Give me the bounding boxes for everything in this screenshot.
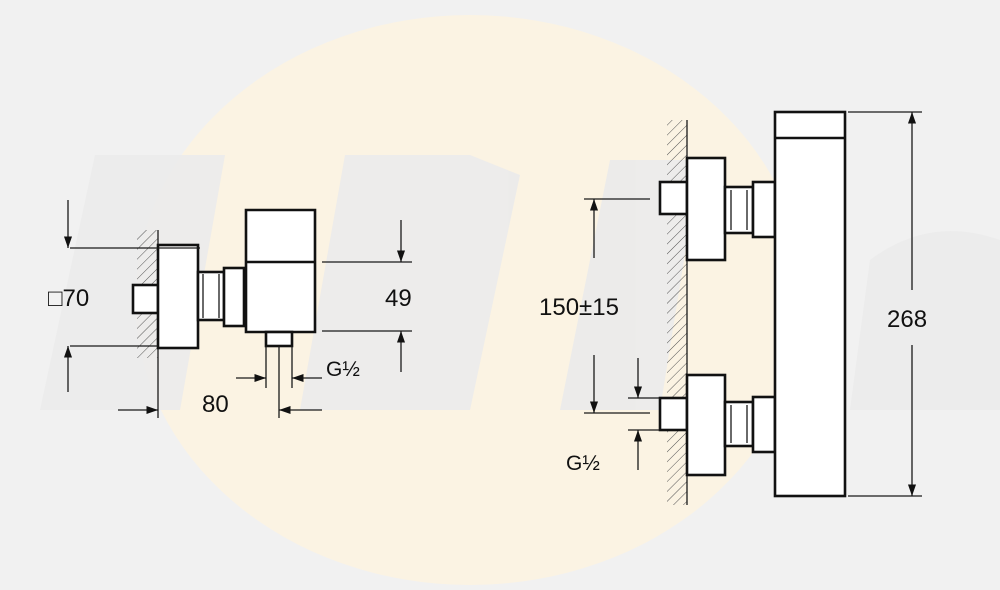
lower-nut [723, 400, 755, 448]
side-view: □70 49 80 G½ [48, 200, 412, 418]
dim-height-label: 49 [385, 285, 412, 312]
upper-flange [685, 156, 727, 262]
connector [222, 266, 246, 328]
upper-pipe-stub [658, 180, 689, 216]
lower-pipe-stub [658, 396, 689, 432]
mixer-body [773, 110, 847, 498]
pipe-stub [131, 283, 160, 315]
wall-hatch-front [667, 120, 687, 505]
dim-depth-label: 80 [202, 391, 229, 418]
dim-spacing-label: 150±15 [539, 294, 619, 321]
valve-body [244, 208, 317, 334]
upper-connector [751, 180, 777, 239]
lower-connector [751, 395, 777, 454]
nut [196, 270, 226, 322]
front-view: 150±15 G½ 268 [539, 110, 927, 505]
wall-flange [156, 243, 200, 350]
dim-total-height-label: 268 [887, 306, 927, 333]
dim-thread-front-label: G½ [566, 452, 600, 475]
dim-square-label: □70 [48, 285, 89, 312]
lower-flange [685, 373, 727, 477]
upper-nut [723, 185, 755, 235]
outlet-thread [264, 330, 294, 348]
dim-thread-label: G½ [326, 358, 360, 381]
